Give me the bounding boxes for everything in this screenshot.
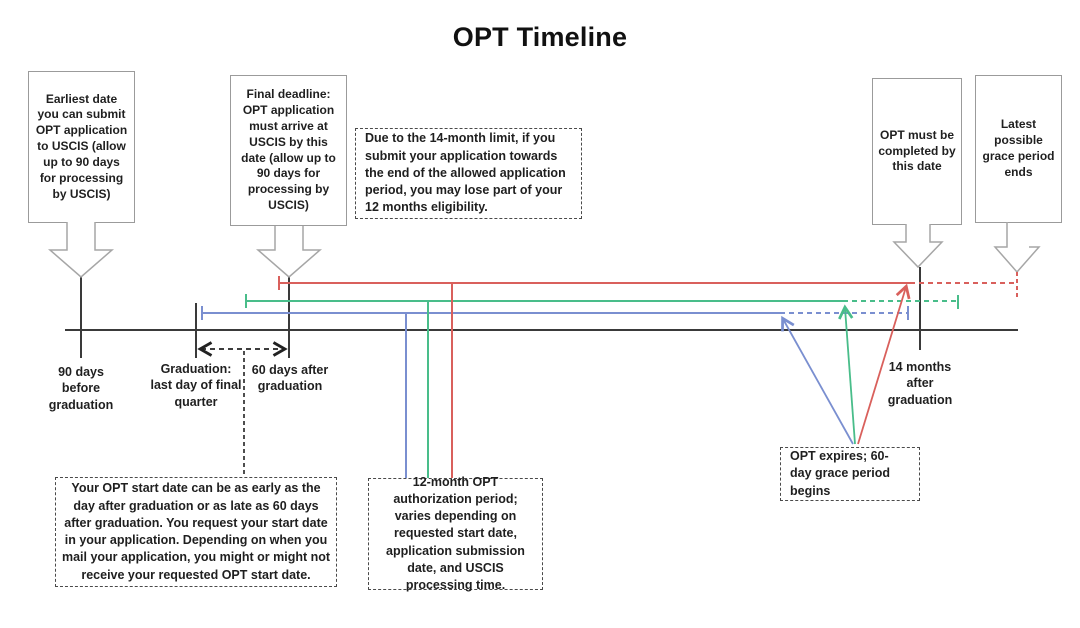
callout-opt-completed-text: OPT must be completed by this date: [878, 127, 956, 174]
block-arrow-deadline-icon: [255, 226, 323, 278]
expires-pointer-blue-icon: [781, 315, 854, 445]
note-start-date: Your OPT start date can be as early as t…: [55, 477, 337, 587]
callout-final-deadline: Final deadline: OPT application must arr…: [230, 75, 347, 226]
axis-label-14-months-after: 14 months after graduation: [887, 360, 953, 407]
callout-earliest-date: Earliest date you can submit OPT applica…: [28, 71, 135, 223]
expires-pointer-green-icon: [838, 304, 856, 445]
axis-label-graduation: Graduation: last day of final quarter: [150, 362, 242, 409]
axis-label-60-days-after: 60 days after graduation: [251, 363, 329, 394]
grace-extension-blue: [780, 306, 909, 320]
note-14-month-limit: Due to the 14-month limit, if you submit…: [355, 128, 582, 219]
block-arrow-completed-icon: [892, 224, 944, 269]
block-arrow-grace-icon: [993, 222, 1041, 274]
grace-extension-green: [843, 295, 959, 309]
note-start-date-text: Your OPT start date can be as early as t…: [61, 481, 331, 582]
callout-opt-completed: OPT must be completed by this date: [872, 78, 962, 225]
note-opt-expires-text: OPT expires; 60-day grace period begins: [790, 448, 891, 498]
note-12-month-authorization-text: 12-month OPT authorization period; varie…: [386, 474, 525, 593]
opt-period-early-blue: [201, 306, 780, 320]
diagram-title: OPT Timeline: [452, 22, 628, 52]
block-arrow-earliest-icon: [47, 222, 115, 278]
callout-grace-period-ends: Latest possible grace period ends: [975, 75, 1062, 223]
opt-period-late-red: [278, 276, 910, 290]
axis-label-90-days-before: 90 days before graduation: [48, 365, 114, 412]
note-14-month-limit-text: Due to the 14-month limit, if you submit…: [365, 131, 566, 215]
grace-extension-red: [910, 272, 1018, 300]
callout-grace-period-ends-text: Latest possible grace period ends: [982, 117, 1055, 179]
note-opt-expires: OPT expires; 60-day grace period begins: [780, 447, 920, 501]
note-12-month-authorization: 12-month OPT authorization period; varie…: [368, 475, 543, 592]
callout-final-deadline-text: Final deadline: OPT application must arr…: [241, 87, 336, 212]
opt-period-mid-green: [245, 294, 843, 308]
callout-earliest-date-text: Earliest date you can submit OPT applica…: [35, 91, 128, 201]
